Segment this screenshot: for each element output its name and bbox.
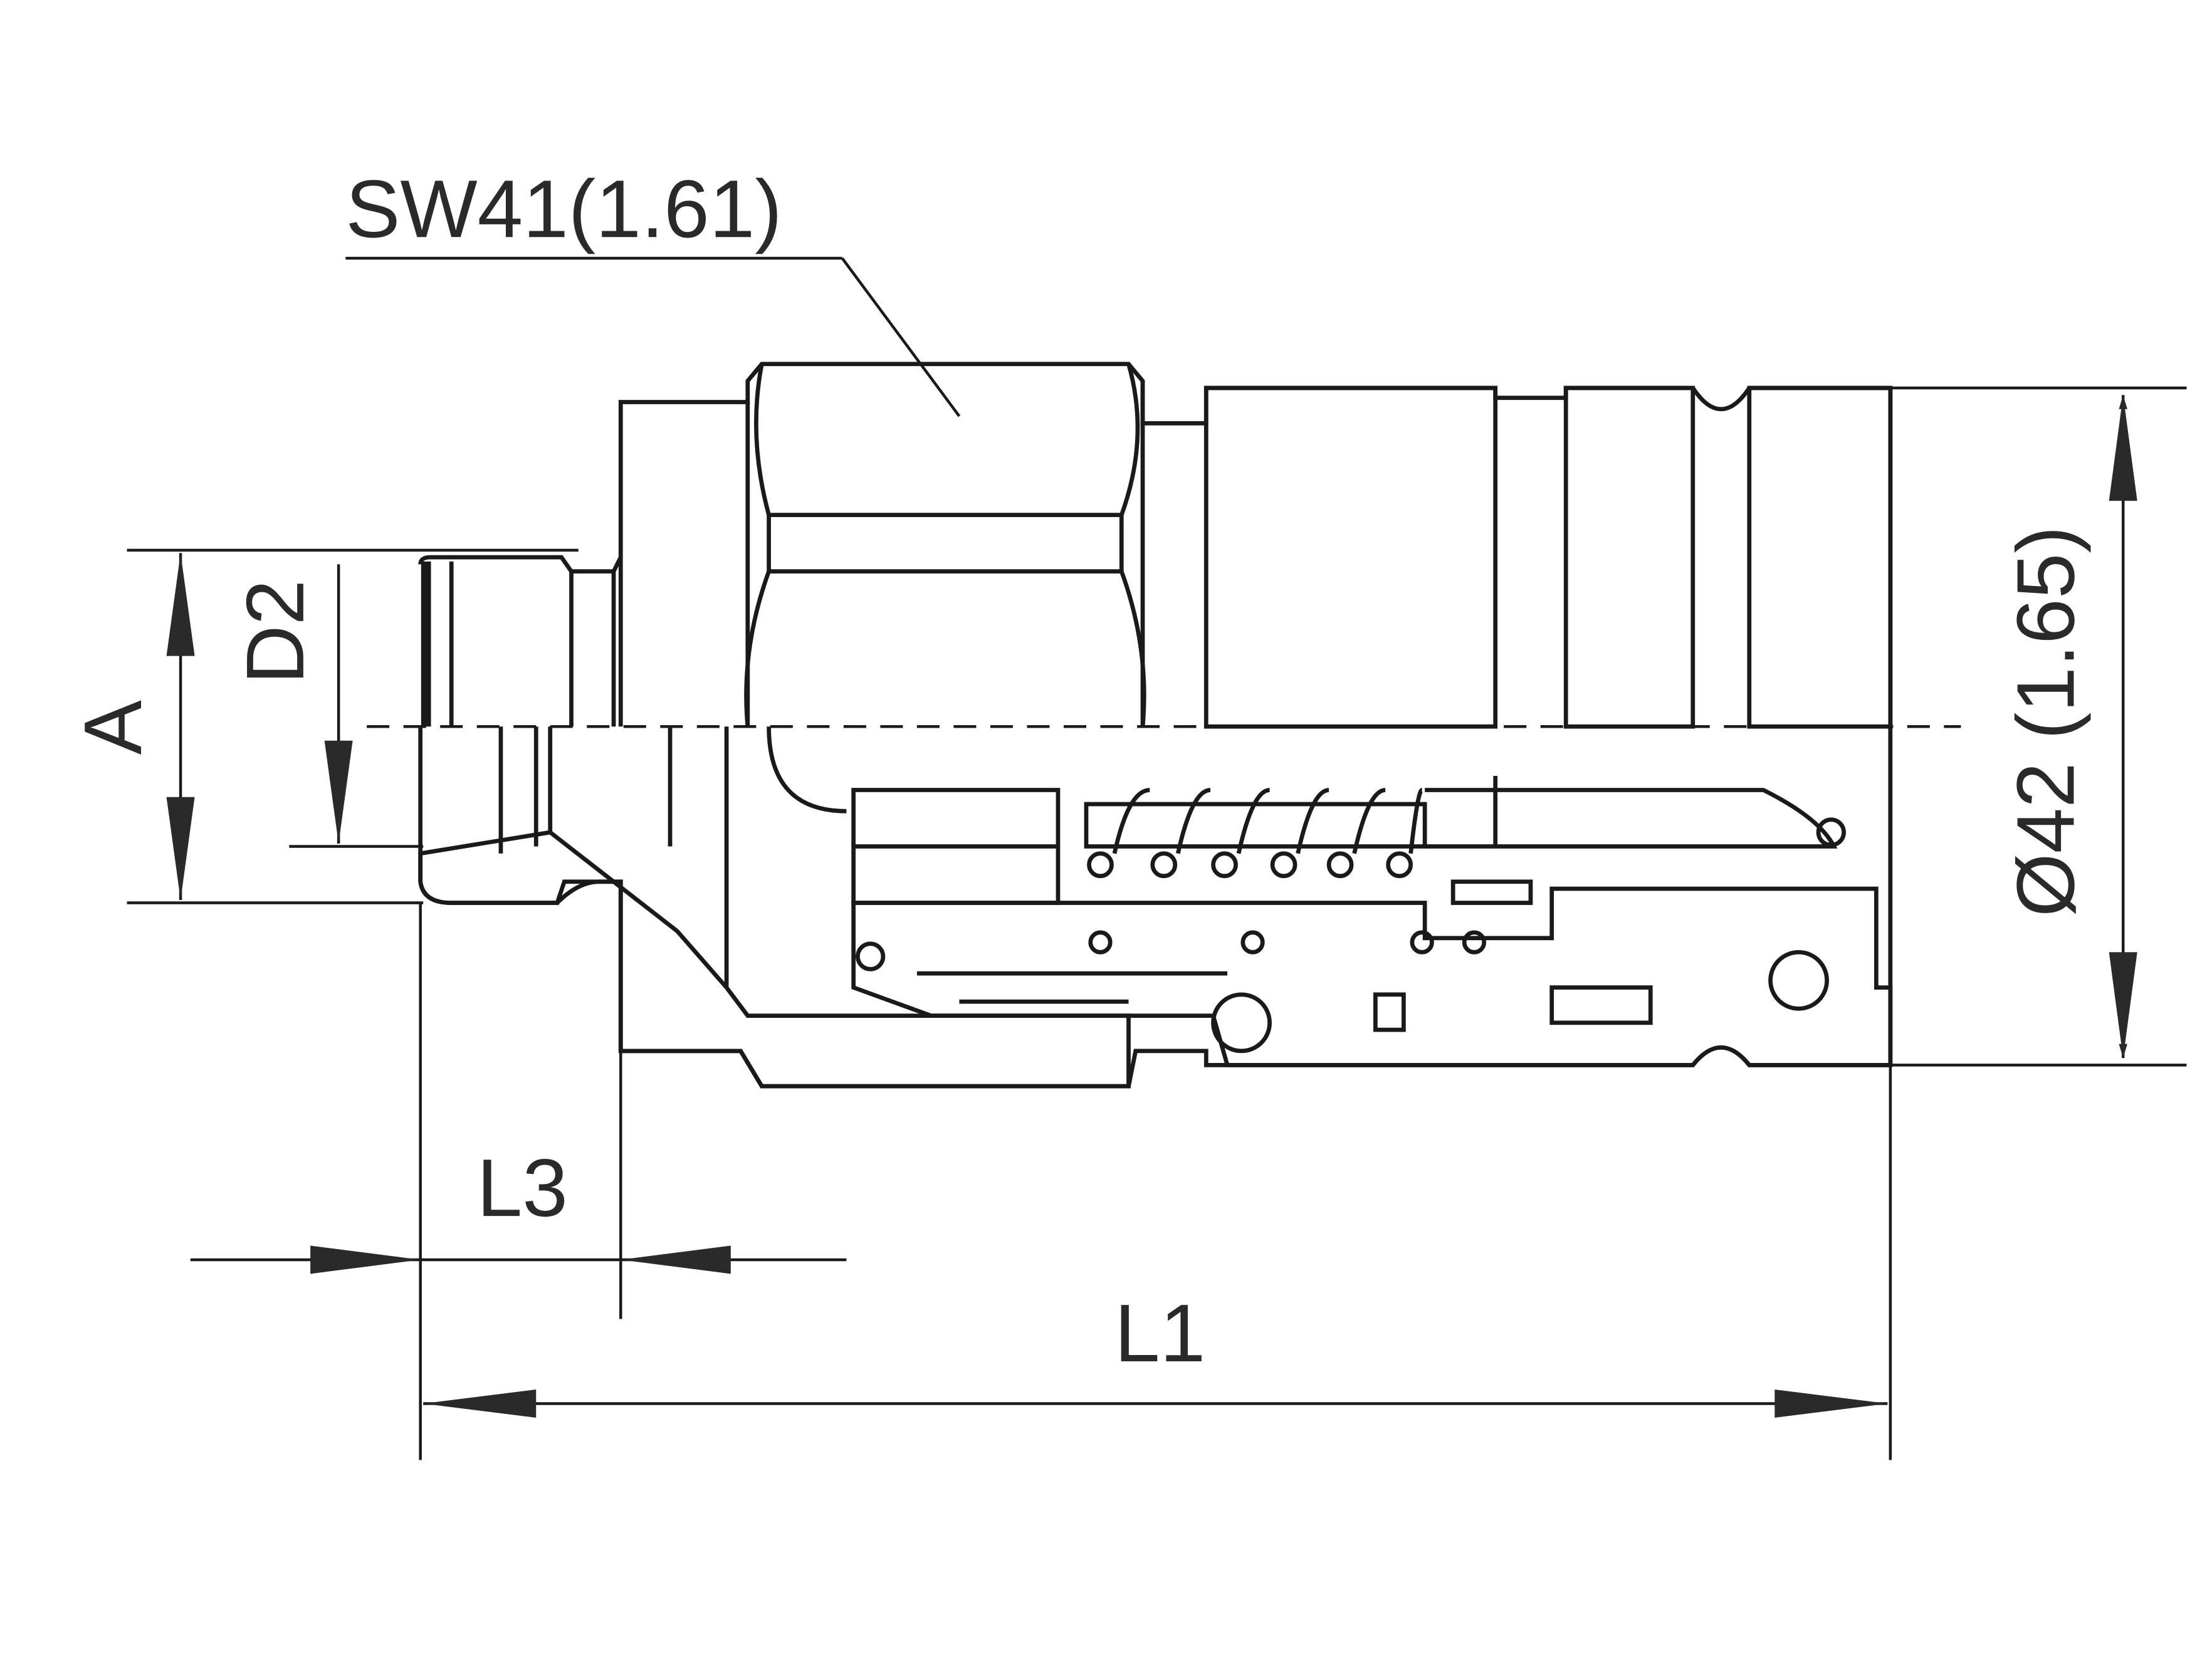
locking-ball bbox=[1768, 950, 1829, 1011]
hex-nut bbox=[744, 363, 1146, 727]
knurled-sleeve-3 bbox=[1747, 385, 1893, 729]
coupling-section-view bbox=[418, 726, 1893, 1089]
knurled-sleeve-1 bbox=[1203, 385, 1498, 729]
knurled-sleeve-2 bbox=[1563, 385, 1696, 729]
dim-l3-label: L3 bbox=[477, 1142, 568, 1233]
dim-d2-label: D2 bbox=[229, 580, 321, 684]
outer-diameter-label: Ø42 (1.65) bbox=[2000, 526, 2091, 917]
locking-ball bbox=[1211, 992, 1272, 1054]
coupling-upper-view bbox=[418, 362, 1893, 1065]
dimensions: SW41(1.61) Ø42 (1.65) A D2 L3 L1 bbox=[67, 163, 2187, 1460]
dim-a-label: A bbox=[67, 700, 159, 755]
hex-size-label: SW41(1.61) bbox=[345, 163, 782, 254]
spring bbox=[1087, 788, 1487, 955]
dim-l1-label: L1 bbox=[1114, 1287, 1205, 1379]
